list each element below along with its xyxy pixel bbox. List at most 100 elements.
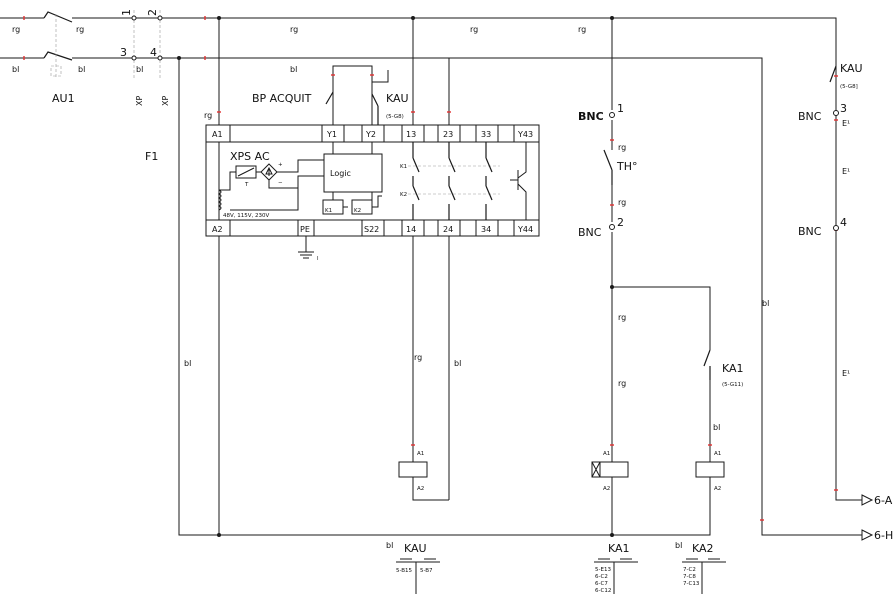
xref-kau: KAU 5-B15 5-B7 [396, 542, 440, 594]
svg-text:rg: rg [618, 198, 626, 207]
svg-text:bl: bl [713, 423, 720, 432]
svg-text:rg: rg [618, 379, 626, 388]
svg-text:5-B15: 5-B15 [396, 568, 413, 574]
svg-text:A1: A1 [714, 451, 721, 457]
svg-text:rg: rg [414, 353, 422, 362]
terminal-23: 23 [443, 130, 453, 139]
terminal-4: 4 [150, 46, 157, 59]
output-arrows: 6-A 6-H [861, 494, 893, 542]
kau-right-ref: (5-G8] [840, 84, 858, 90]
svg-text:6-C2: 6-C2 [595, 574, 608, 580]
svg-text:bl: bl [136, 65, 143, 74]
ka1-coil: A1 A2 [591, 451, 629, 492]
terminal-1: 1 [120, 9, 133, 16]
bottom-terminal-row: A2 PE S22 14 24 34 Y44 [212, 220, 533, 236]
svg-text:A1: A1 [603, 451, 610, 457]
bl-bus [0, 57, 862, 536]
bnc-label-4: BNC [798, 225, 822, 238]
terminal-34: 34 [481, 225, 491, 234]
svg-text:3: 3 [840, 102, 847, 115]
terminal-3: 3 [120, 46, 127, 59]
svg-text:l: l [317, 256, 319, 262]
xp-terminals: 1 2 3 4 XP XP [120, 9, 170, 106]
terminal-13: 13 [406, 130, 416, 139]
svg-text:E¹: E¹ [842, 369, 850, 378]
th-label: TH° [616, 160, 638, 173]
kau-contact-right: KAU (5-G8] BNC 3 BNC 4 [798, 62, 863, 238]
svg-text:rg: rg [618, 313, 626, 322]
svg-text:K1: K1 [400, 164, 407, 170]
f1-label: F1 [145, 150, 158, 163]
terminal-a1: A1 [212, 130, 223, 139]
xp-label-2: XP [161, 96, 170, 106]
module-title: XPS AC [230, 150, 270, 163]
svg-text:rg: rg [204, 111, 212, 120]
ka1-contact-ref: (5-G11) [722, 382, 743, 388]
svg-text:T: T [244, 182, 249, 188]
svg-text:A2: A2 [714, 486, 721, 492]
svg-text:bl: bl [290, 65, 297, 74]
au1-label: AU1 [52, 92, 75, 105]
svg-text:bl: bl [12, 65, 19, 74]
ka1-contact: KA1 (5-G11) [703, 349, 744, 388]
svg-text:−: − [278, 180, 283, 186]
bnc-label-1: BNC [578, 110, 604, 123]
svg-text:+: + [278, 162, 283, 168]
svg-text:K2: K2 [400, 192, 407, 198]
kau-contact-top: KAU (5-G8) [371, 92, 409, 125]
svg-text:A1: A1 [417, 451, 424, 457]
svg-text:7-C13: 7-C13 [683, 581, 700, 587]
svg-text:bl: bl [386, 541, 393, 550]
xps-ac-module: A1 Y1 Y2 13 23 33 Y43 A2 PE S22 14 [205, 124, 540, 237]
bnc-label-3: BNC [798, 110, 822, 123]
terminal-pe: PE [300, 225, 310, 234]
svg-text:7-C8: 7-C8 [683, 574, 696, 580]
wire-tick-marks [23, 16, 838, 521]
bnc-label-2: BNC [578, 226, 602, 239]
svg-text:bl: bl [454, 359, 461, 368]
kau-contact-ref: (5-G8) [386, 114, 404, 120]
xref-ka1: KA1 5-E13 6-C2 6-C7 6-C12 [594, 542, 638, 594]
svg-text:6-C12: 6-C12 [595, 588, 611, 594]
junction-dots [177, 16, 614, 537]
xref-ka2: KA2 7-C2 7-C8 7-C13 [682, 542, 726, 594]
svg-text:5-B7: 5-B7 [420, 568, 433, 574]
terminal-y2: Y2 [365, 130, 376, 139]
terminal-y44: Y44 [517, 225, 533, 234]
terminal-a2: A2 [212, 225, 223, 234]
xref-ka1-name: KA1 [608, 542, 630, 555]
ka1-contact-name: KA1 [722, 362, 744, 375]
output-6a: 6-A [874, 494, 893, 507]
terminal-2: 2 [146, 9, 159, 16]
svg-text:bl: bl [762, 299, 769, 308]
xref-ka2-name: KA2 [692, 542, 714, 555]
wiring [0, 17, 862, 536]
svg-text:A2: A2 [603, 486, 610, 492]
au1-emergency-stop: AU1 [43, 11, 75, 105]
kau-contact-name: KAU [386, 92, 409, 105]
terminal-y43: Y43 [517, 130, 533, 139]
terminal-14: 14 [406, 225, 416, 234]
svg-text:K1: K1 [325, 208, 332, 214]
kau-right-name: KAU [840, 62, 863, 75]
svg-text:K2: K2 [354, 208, 361, 214]
svg-text:E¹: E¹ [842, 167, 850, 176]
kau-coil: A1 A2 [398, 451, 428, 492]
svg-text:bl: bl [184, 359, 191, 368]
svg-text:1: 1 [617, 102, 624, 115]
bp-acquit-pushbutton [325, 91, 334, 105]
svg-text:4: 4 [840, 216, 847, 229]
terminal-33: 33 [481, 130, 491, 139]
svg-text:rg: rg [290, 25, 298, 34]
svg-text:2: 2 [617, 216, 624, 229]
svg-text:bl: bl [675, 541, 682, 550]
logic-block [323, 153, 383, 193]
svg-text:rg: rg [618, 143, 626, 152]
svg-text:rg: rg [76, 25, 84, 34]
ka2-coil: A1 A2 [695, 451, 725, 492]
svg-text:rg: rg [578, 25, 586, 34]
svg-text:E¹: E¹ [842, 119, 850, 128]
xref-kau-name: KAU [404, 542, 427, 555]
svg-text:rg: rg [12, 25, 20, 34]
